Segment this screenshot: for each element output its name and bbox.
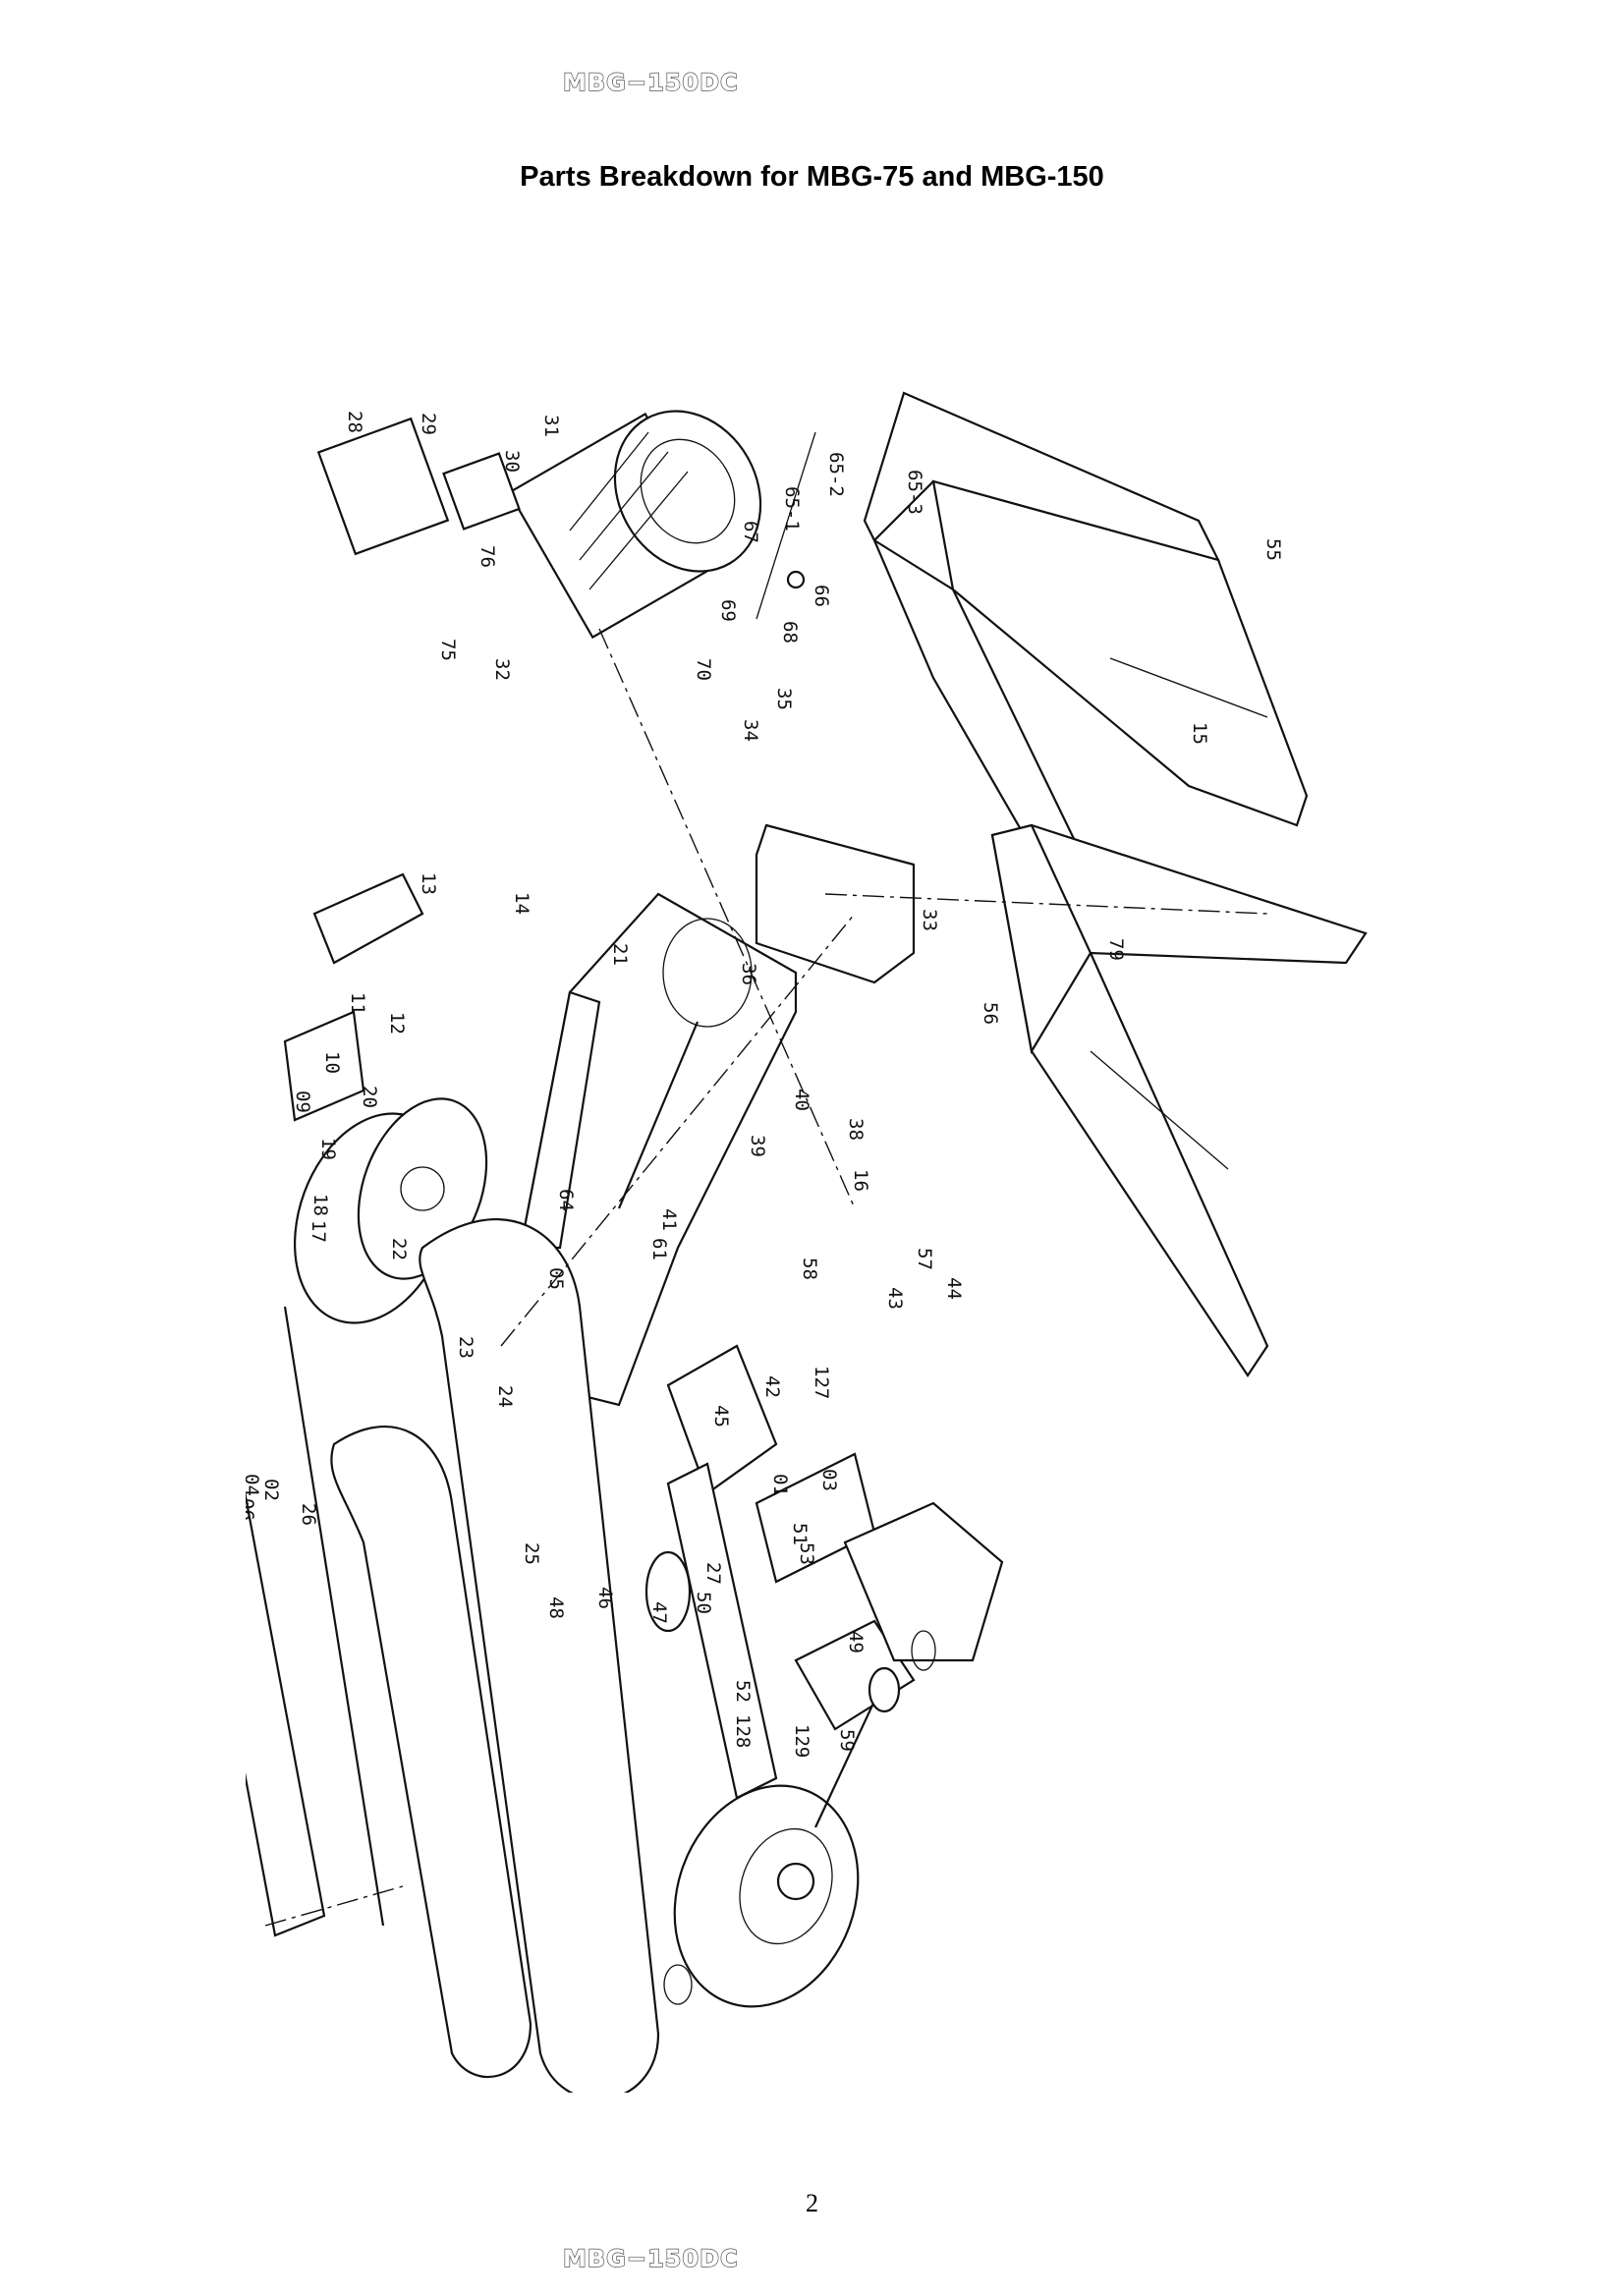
part-label: 127 <box>811 1366 832 1399</box>
part-label: 36 <box>738 963 759 985</box>
idler-arm <box>666 1462 778 1800</box>
part-label: 79 <box>1105 938 1127 961</box>
part-label: 10 <box>321 1051 343 1074</box>
part-label: 19 <box>317 1138 339 1160</box>
part-label: 65-1 <box>781 486 803 532</box>
guard-plate <box>283 1010 365 1122</box>
part-label: 129 <box>791 1724 812 1758</box>
part-label: 20 <box>359 1086 380 1108</box>
part-label: 41 <box>658 1208 680 1231</box>
part-label: 56 <box>980 1002 1001 1025</box>
part-label: 53 <box>796 1542 817 1565</box>
part-label: 51 <box>789 1523 811 1545</box>
part-number-labels: 28 29 31 30 76 75 32 65-2 65-3 65-1 67 6… <box>246 411 1284 1758</box>
part-label: 09 <box>292 1091 313 1113</box>
contact-wheel <box>673 1784 860 2008</box>
motor <box>507 410 762 640</box>
part-label: 14 <box>511 892 532 915</box>
table-support <box>794 1619 916 1731</box>
part-label: 22 <box>388 1238 410 1260</box>
part-label: 06 <box>246 1498 257 1521</box>
part-label: 66 <box>811 585 832 607</box>
part-label: 12 <box>386 1012 408 1035</box>
part-label: 32 <box>491 658 513 681</box>
footer-model-number: MBG−150DC <box>562 2244 739 2272</box>
part-label: 03 <box>818 1469 840 1491</box>
part-label: 67 <box>740 521 761 543</box>
part-label: 61 <box>648 1238 670 1260</box>
part-label: 25 <box>521 1542 542 1565</box>
tension-spring <box>644 1550 692 1633</box>
part-label: 18 <box>309 1194 331 1216</box>
part-label: 68 <box>779 621 801 644</box>
part-label: 43 <box>884 1287 906 1310</box>
part-label: 65-3 <box>904 470 925 515</box>
part-label: 39 <box>747 1135 768 1157</box>
part-label: 59 <box>836 1729 858 1752</box>
switch-box <box>316 417 450 556</box>
part-label: 75 <box>437 639 459 661</box>
graphite-pad <box>283 1306 385 1927</box>
part-label: 69 <box>717 599 739 622</box>
part-label: 26 <box>298 1503 319 1526</box>
part-label: 38 <box>845 1118 867 1141</box>
part-label: 34 <box>740 719 761 742</box>
part-label: 52 <box>732 1680 754 1703</box>
bearing <box>868 1666 901 1713</box>
tension-bracket <box>755 823 916 984</box>
part-label: 42 <box>761 1375 783 1398</box>
part-label: 64 <box>555 1189 577 1211</box>
part-label: 01 <box>769 1474 791 1496</box>
page-number: 2 <box>806 2189 818 2217</box>
gas-spring <box>617 1021 700 1209</box>
part-label: 50 <box>693 1592 714 1614</box>
part-label: 45 <box>710 1405 732 1428</box>
part-label: 47 <box>648 1601 670 1624</box>
part-label: 57 <box>914 1248 935 1270</box>
mounting-plate <box>442 452 521 531</box>
belt-cover <box>330 1426 532 2079</box>
platen-plate <box>246 1490 326 1937</box>
part-label: 40 <box>791 1089 812 1111</box>
part-label: 13 <box>418 872 439 895</box>
part-label: 35 <box>773 688 795 710</box>
part-label: 30 <box>501 450 523 473</box>
part-label: 76 <box>476 545 498 568</box>
part-label: 05 <box>545 1267 567 1290</box>
part-label: 28 <box>344 411 365 433</box>
part-label: 58 <box>799 1258 820 1280</box>
parts-breakdown-diagram: 28 29 31 30 76 75 32 65-2 65-3 65-1 67 6… <box>246 391 1368 2093</box>
part-label: 04 <box>246 1474 262 1496</box>
part-label: 16 <box>850 1169 871 1192</box>
part-label: 33 <box>919 909 940 931</box>
part-label: 21 <box>609 943 631 966</box>
part-label: 65-2 <box>825 452 847 497</box>
part-label: 48 <box>545 1596 567 1619</box>
part-label: 02 <box>260 1479 282 1501</box>
header-model-number: MBG−150DC <box>562 68 739 96</box>
part-label: 70 <box>693 658 714 681</box>
part-label: 24 <box>494 1385 516 1408</box>
sanding-belt <box>419 1218 660 2093</box>
part-label: 15 <box>1189 722 1210 745</box>
part-label: 49 <box>845 1631 867 1653</box>
part-label: 128 <box>732 1714 754 1748</box>
platen-bracket <box>666 1344 778 1495</box>
part-label: 11 <box>347 992 368 1015</box>
part-label: 44 <box>943 1277 965 1300</box>
part-label: 29 <box>418 413 439 435</box>
part-label: 27 <box>702 1562 724 1585</box>
part-label: 31 <box>540 415 562 437</box>
part-label: 46 <box>594 1587 616 1609</box>
part-label: 23 <box>455 1336 476 1359</box>
page-title: Parts Breakdown for MBG-75 and MBG-150 <box>520 161 1104 193</box>
part-label: 55 <box>1262 538 1284 561</box>
table-housing <box>843 1501 1004 1662</box>
part-label: 17 <box>308 1220 329 1243</box>
stand-leg-56 <box>990 823 1368 1377</box>
guard-bracket <box>312 872 424 965</box>
